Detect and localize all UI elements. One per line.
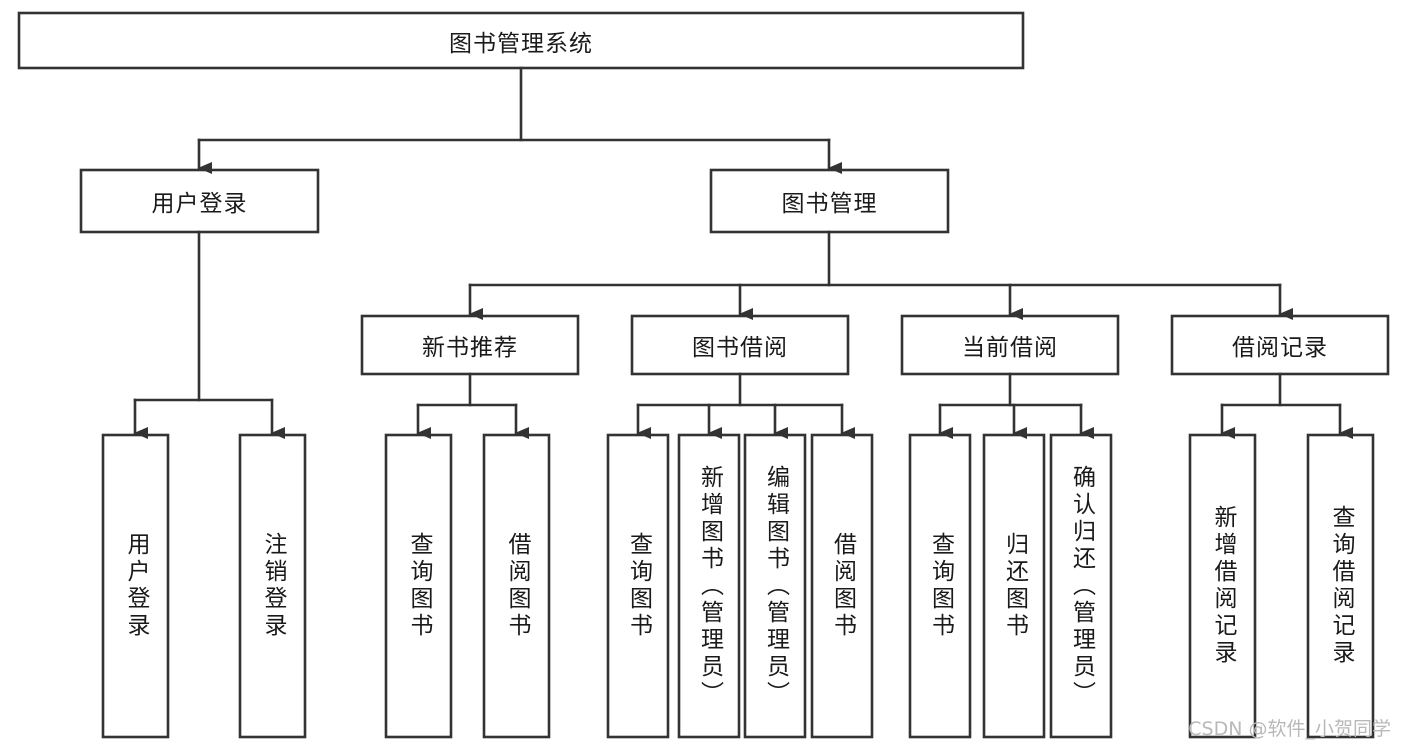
node-leaf-return-book[interactable] <box>982 433 1046 739</box>
node-borrow-record[interactable] <box>1170 314 1390 376</box>
node-leaf-query-book-2[interactable] <box>606 433 670 739</box>
node-leaf-edit-book[interactable] <box>743 433 807 739</box>
node-leaf-query-record[interactable] <box>1306 433 1375 739</box>
node-book-manage[interactable] <box>709 168 950 234</box>
node-root[interactable] <box>17 11 1025 70</box>
node-new-book-rec[interactable] <box>360 314 580 376</box>
node-leaf-add-book[interactable] <box>677 433 741 739</box>
node-leaf-query-book-3[interactable] <box>908 433 972 739</box>
node-leaf-borrow-book-2[interactable] <box>810 433 874 739</box>
node-user-login[interactable] <box>79 168 320 234</box>
node-leaf-user-login[interactable] <box>101 433 170 739</box>
node-current-borrow[interactable] <box>900 314 1120 376</box>
node-book-borrow[interactable] <box>630 314 850 376</box>
node-leaf-confirm-return[interactable] <box>1049 433 1113 739</box>
node-leaf-add-record[interactable] <box>1188 433 1257 739</box>
node-leaf-logout[interactable] <box>238 433 307 739</box>
node-leaf-query-book-1[interactable] <box>384 433 453 739</box>
node-leaf-borrow-book-1[interactable] <box>482 433 551 739</box>
